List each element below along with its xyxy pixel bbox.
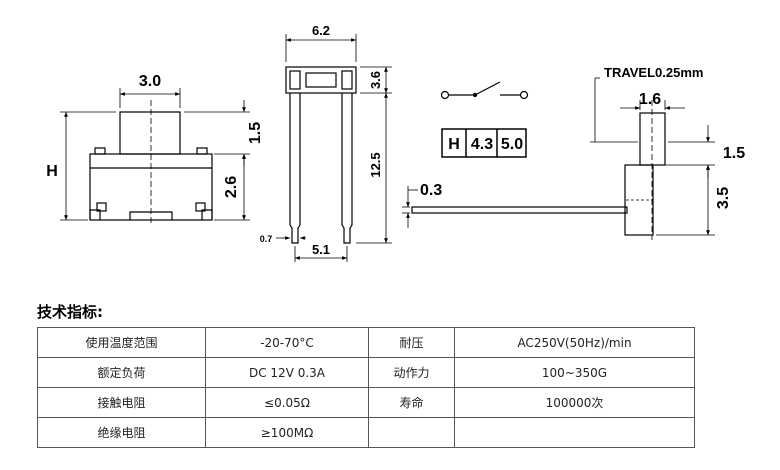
spec-label: 额定负荷 [37, 357, 206, 388]
front-height-label: H [46, 163, 58, 180]
table-row: 绝缘电阻 ≥100MΩ [37, 417, 695, 448]
spec-value: -20-70°C [205, 327, 369, 358]
spec-value: DC 12V 0.3A [205, 357, 369, 388]
front-cap-height-label: 1.5 [247, 122, 264, 144]
specs-table: 使用温度范围 -20-70°C 耐压 AC250V(50Hz)/min 额定负荷… [37, 327, 695, 448]
side-view [402, 77, 715, 240]
travel-label: TRAVEL0.25mm [604, 65, 703, 80]
spec-value [454, 417, 695, 448]
top-view [276, 34, 392, 262]
spec-label: 动作力 [368, 357, 455, 388]
height-table-value: 5.0 [501, 136, 523, 153]
table-row: 接触电阻 ≤0.05Ω 寿命 100000次 [37, 387, 695, 418]
spec-value: ≥100MΩ [205, 417, 369, 448]
height-table [441, 128, 527, 158]
spec-label: 接触电阻 [37, 387, 206, 418]
spec-value: ≤0.05Ω [205, 387, 369, 418]
lead-width-label: 0.7 [260, 234, 273, 244]
lead-thickness-label: 0.3 [420, 182, 442, 199]
switch-symbol [440, 81, 529, 100]
spec-label: 使用温度范围 [37, 327, 206, 358]
spec-label: 绝缘电阻 [37, 417, 206, 448]
spec-label [368, 417, 455, 448]
front-width-label: 3.0 [139, 73, 161, 90]
lead-length-label: 12.5 [368, 152, 383, 177]
stem-height-label: 1.5 [723, 145, 745, 162]
spec-label: 寿命 [368, 387, 455, 418]
top-height-label: 3.6 [368, 71, 383, 89]
front-view [60, 88, 250, 225]
spec-label: 耐压 [368, 327, 455, 358]
front-body-height-label: 2.6 [223, 176, 240, 198]
spec-value: AC250V(50Hz)/min [454, 327, 695, 358]
side-body-height-label: 3.5 [715, 187, 732, 209]
stem-width-label: 1.6 [639, 91, 661, 108]
pitch-label: 5.1 [312, 242, 330, 257]
height-table-value: 4.3 [471, 136, 493, 153]
table-row: 额定负荷 DC 12V 0.3A 动作力 100~350G [37, 357, 695, 388]
specs-title: 技术指标: [37, 303, 103, 321]
top-width-label: 6.2 [312, 23, 330, 38]
spec-value: 100~350G [454, 357, 695, 388]
technical-drawing: 3.0 H 1.5 2.6 6.2 3.6 12.5 0.7 5.1 [46, 23, 745, 262]
spec-value: 100000次 [454, 387, 695, 418]
height-table-header: H [448, 136, 460, 153]
table-row: 使用温度范围 -20-70°C 耐压 AC250V(50Hz)/min [37, 327, 695, 358]
